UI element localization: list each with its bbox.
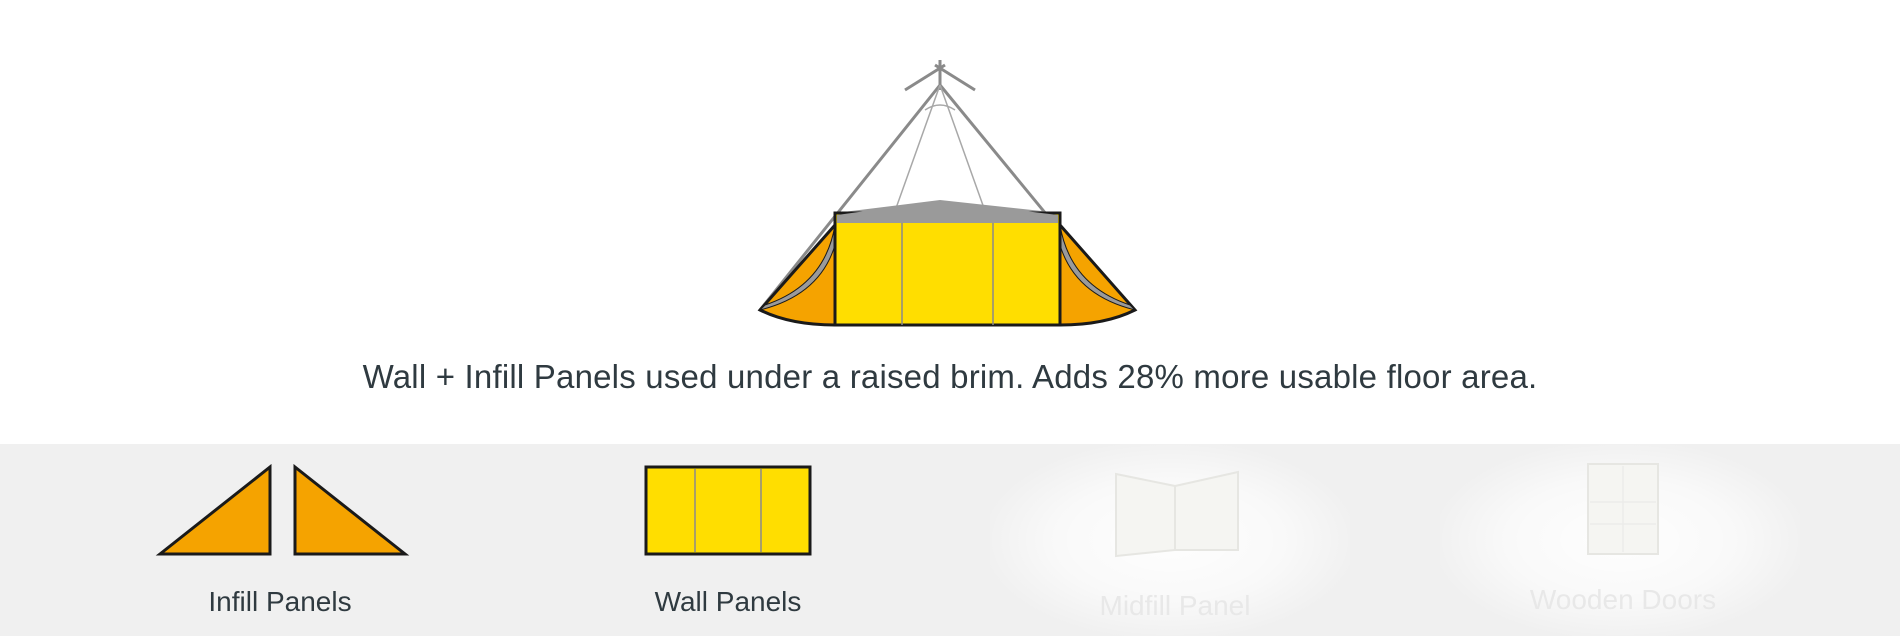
option-label: Infill Panels <box>208 586 352 617</box>
options-tray: Infill Panels Wall Panels Midfill Panel <box>0 444 1900 636</box>
option-wooden-doors[interactable]: Wooden Doors <box>1473 444 1773 636</box>
midfill-panel-icon <box>1115 470 1239 558</box>
wooden-doors-icon <box>1587 463 1659 555</box>
hero-caption: Wall + Infill Panels used under a raised… <box>362 358 1538 395</box>
infill-panels-icon <box>155 464 410 556</box>
option-label: Wall Panels <box>654 586 802 617</box>
option-wall-panels[interactable]: Wall Panels <box>578 444 878 636</box>
tipi-illustration <box>757 60 1138 327</box>
option-infill-panels[interactable]: Infill Panels <box>130 444 430 636</box>
option-label: Midfill Panel <box>1099 590 1251 621</box>
hero-panel: Wall + Infill Panels used under a raised… <box>362 60 1538 395</box>
option-midfill-panel[interactable]: Midfill Panel <box>1025 444 1325 636</box>
wall-panels-icon <box>644 465 812 556</box>
option-label: Wooden Doors <box>1529 584 1717 615</box>
